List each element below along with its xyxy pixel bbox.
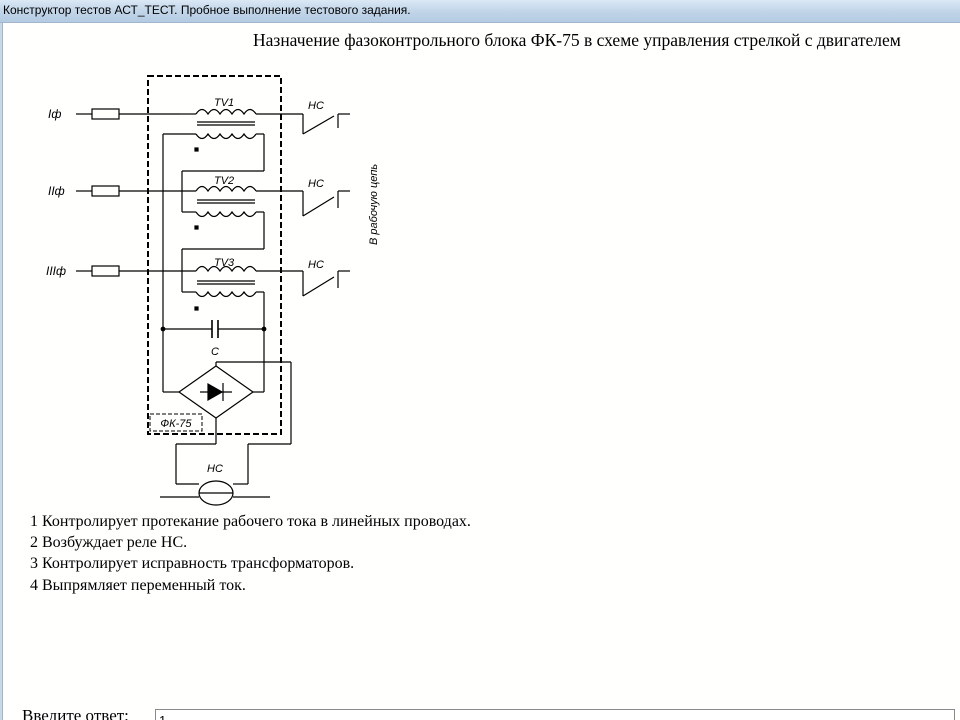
answer-entry-row: Введите ответ: (22, 706, 960, 720)
tv1-label: TV1 (214, 97, 234, 109)
relay-nc-coil (160, 443, 291, 506)
phase-1-input (76, 108, 196, 120)
phase-1-label: Iф (48, 107, 61, 121)
fk75-block-border (147, 75, 282, 435)
answer-option-4: 4 Выпрямляет переменный ток. (30, 576, 246, 594)
fuse-2 (91, 185, 120, 197)
relay-coil-label: НС (207, 463, 223, 475)
answer-options: 1 Контролирует протекание рабочего тока … (30, 511, 471, 596)
client-area (2, 23, 960, 720)
question-text: Назначение фазоконтрольного блока ФК-75 … (253, 30, 901, 50)
transformer-tv2 (194, 185, 280, 230)
fk75-label: ФК-75 (160, 418, 192, 430)
transformer-tv3 (194, 265, 280, 311)
relay-contact-1 (280, 113, 350, 135)
window-title: Конструктор тестов АСТ_ТЕСТ. Пробное вып… (3, 3, 411, 17)
phase-3-input (76, 265, 196, 277)
secondary-series-circuit (162, 133, 265, 392)
side-label: В рабочую цепь (368, 164, 380, 245)
fk75-label-box (149, 413, 203, 432)
capacitor-c (160, 320, 267, 338)
relay-contact-3 (280, 270, 350, 297)
tv2-label: TV2 (214, 175, 234, 187)
capacitor-label: С (211, 346, 219, 358)
answer-option-1: 1 Контролирует протекание рабочего тока … (30, 513, 471, 530)
transformer-tv1 (194, 108, 280, 152)
fuse-3 (91, 265, 120, 277)
tv3-label: TV3 (214, 257, 235, 269)
phase-2-input (76, 185, 196, 197)
rectifier-bridge (163, 361, 292, 444)
window-titlebar: Конструктор тестов АСТ_ТЕСТ. Пробное вып… (0, 0, 960, 23)
answer-input[interactable] (155, 709, 955, 720)
relay-contact-1-label: НС (308, 100, 324, 112)
relay-contact-3-label: НС (308, 259, 324, 271)
relay-contact-2 (280, 190, 350, 217)
relay-contact-2-label: НС (308, 178, 324, 190)
phase-2-label: IIф (48, 184, 65, 198)
fuse-1 (91, 108, 120, 120)
answer-option-3: 3 Контролирует исправность трансформатор… (30, 555, 355, 573)
answer-option-2: 2 Возбуждает реле НС. (30, 534, 188, 552)
answer-prompt-label: Введите ответ: (22, 706, 129, 720)
phase-3-label: IIIф (46, 264, 66, 278)
